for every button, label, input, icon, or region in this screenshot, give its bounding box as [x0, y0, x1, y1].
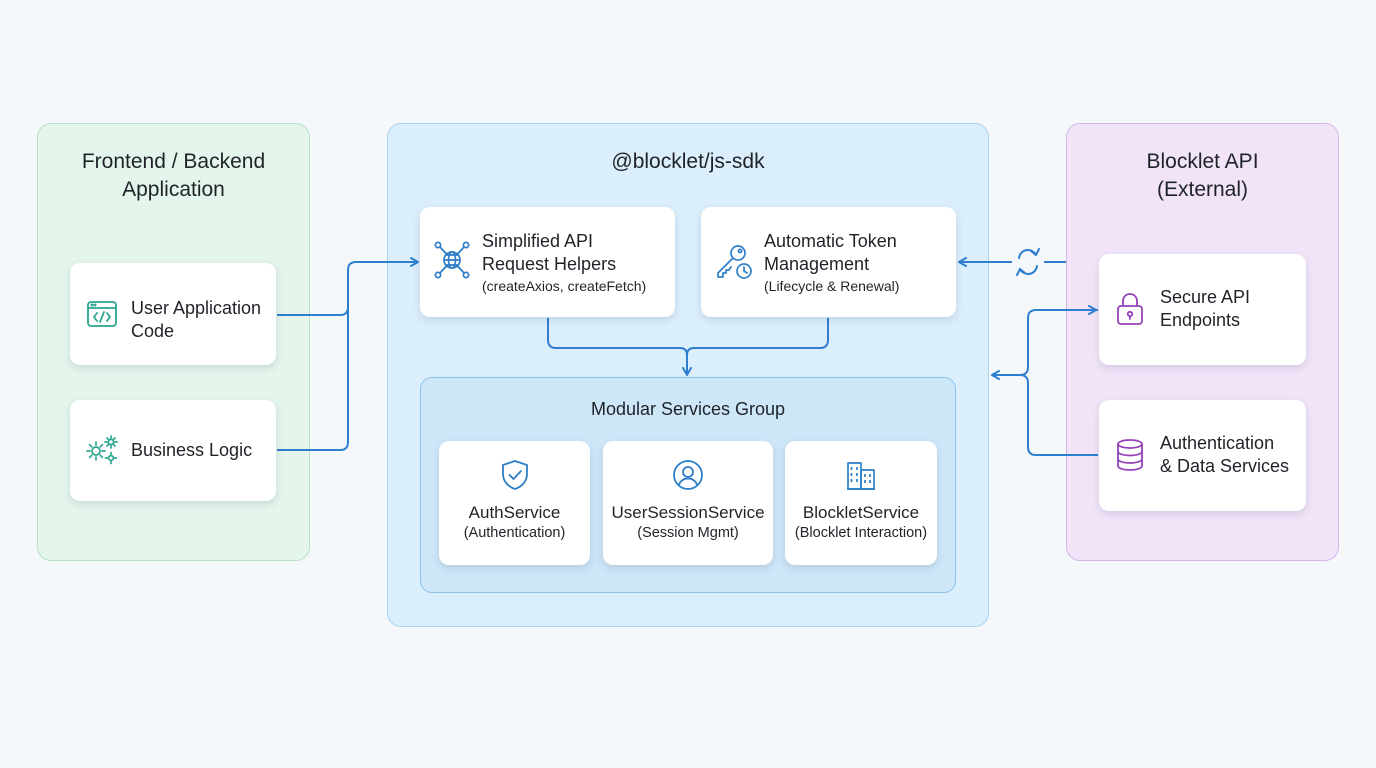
user-session-service-sub: (Session Mgmt)	[637, 525, 739, 541]
lock-icon	[1115, 292, 1145, 331]
secure-api-endpoints-label: Secure API Endpoints	[1160, 287, 1251, 330]
blocklet-service-sub: (Blocklet Interaction)	[794, 525, 928, 541]
api-request-helpers-label: Simplified API Request Helpers	[482, 231, 617, 274]
database-icon	[1115, 438, 1145, 477]
connector-secure-endpoints-to-group	[991, 309, 1098, 380]
building-icon	[845, 459, 877, 496]
center-panel-title: @blocklet/js-sdk	[611, 150, 765, 173]
auth-service-card[interactable]: AuthService (Authentication)	[439, 441, 590, 565]
auth-service-label-block: AuthService (Authentication)	[439, 502, 590, 543]
token-management-sub: (Lifecycle & Renewal)	[764, 278, 900, 294]
auth-service-sub: (Authentication)	[463, 525, 566, 541]
blocklet-service-label: BlockletService	[802, 503, 920, 522]
token-management-label: Automatic Token Management	[764, 231, 897, 274]
connector-business-logic-to-api-helpers	[277, 270, 349, 451]
blocklet-service-label-block: BlockletService (Blocklet Interaction)	[785, 502, 937, 543]
modular-services-group-title: Modular Services Group	[590, 399, 786, 419]
refresh-cycle-icon	[1016, 248, 1040, 276]
key-clock-icon	[714, 243, 754, 286]
user-session-service-label-block: UserSessionService (Session Mgmt)	[603, 502, 773, 543]
business-logic-card[interactable]: Business Logic	[70, 400, 276, 501]
secure-api-endpoints-card[interactable]: Secure API Endpoints	[1099, 254, 1306, 365]
shield-check-icon	[500, 459, 530, 496]
network-globe-icon	[434, 241, 470, 284]
gears-icon	[84, 434, 120, 471]
user-session-service-card[interactable]: UserSessionService (Session Mgmt)	[603, 441, 773, 565]
auth-data-services-card[interactable]: Authentication & Data Services	[1099, 400, 1306, 511]
connector-token-to-group	[686, 318, 829, 356]
token-management-card[interactable]: Automatic Token Management (Lifecycle & …	[701, 207, 956, 317]
auth-data-services-label: Authentication & Data Services	[1160, 433, 1290, 476]
connector-data-services-to-group	[1019, 374, 1098, 456]
right-panel-title: Blocklet API (External)	[1146, 150, 1259, 201]
left-panel-title: Frontend / Backend Application	[81, 150, 266, 201]
business-logic-label: Business Logic	[131, 440, 253, 460]
api-request-helpers-sub: (createAxios, createFetch)	[482, 278, 647, 294]
connector-api-helpers-to-group	[547, 318, 692, 376]
auth-service-label: AuthService	[468, 503, 561, 522]
blocklet-service-card[interactable]: BlockletService (Blocklet Interaction)	[785, 441, 937, 565]
user-application-code-label: User Application Code	[131, 298, 262, 341]
code-window-icon	[86, 298, 118, 335]
api-request-helpers-card[interactable]: Simplified API Request Helpers (createAx…	[420, 207, 675, 317]
user-circle-icon	[672, 459, 704, 496]
user-application-code-card[interactable]: User Application Code	[70, 263, 276, 365]
user-session-service-label: UserSessionService	[611, 503, 765, 522]
